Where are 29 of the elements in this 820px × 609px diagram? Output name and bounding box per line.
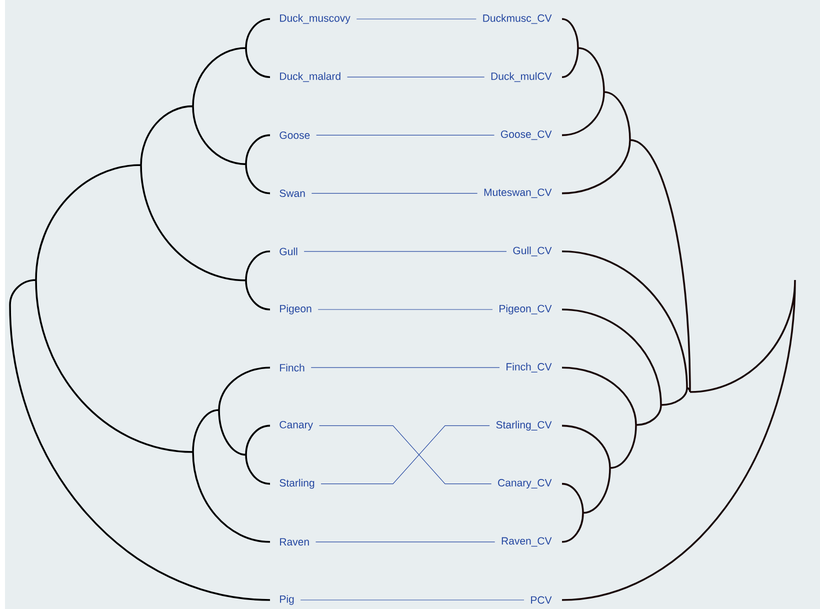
leaf-label: Gull_CV: [513, 246, 552, 256]
leaf-label: Goose_CV: [500, 130, 552, 140]
leaf-label: Raven: [280, 538, 309, 546]
leaf-label: Goose: [280, 131, 310, 139]
connector-line: [346, 76, 485, 78]
leaf-label: Canary: [280, 420, 314, 430]
leaf-label: Duck_malard: [280, 72, 340, 82]
leaf-label: Duck_muscovy: [280, 14, 350, 24]
leaf-label: Finch_CV: [506, 362, 552, 372]
leaf-label: Pigeon_CV: [500, 304, 552, 314]
leaf-label: Canary_CV: [498, 479, 552, 489]
leaf-label: Finch: [280, 364, 304, 372]
leaf-label: Raven_CV: [502, 537, 552, 547]
leaf-label: Duck_mulCV: [491, 72, 552, 82]
connector-line: [304, 251, 507, 252]
connector-line: [356, 18, 476, 20]
leaf-label: PCV: [531, 596, 552, 604]
leaf-label: Swan: [280, 190, 305, 198]
connector-line: [310, 367, 500, 368]
leaf-label: Gull: [280, 248, 298, 256]
leaf-label: Duckmusc_CV: [483, 14, 552, 24]
connector-line: [311, 193, 478, 194]
leaf-label: Starling_CV: [496, 420, 552, 431]
leaf-label: Pigeon: [280, 304, 312, 314]
leaf-label: Starling: [280, 478, 314, 489]
leaf-label: Muteswan_CV: [484, 188, 552, 198]
leaf-label: Pig: [280, 595, 294, 605]
connector-line: [318, 309, 493, 310]
connector-line: [316, 134, 495, 136]
